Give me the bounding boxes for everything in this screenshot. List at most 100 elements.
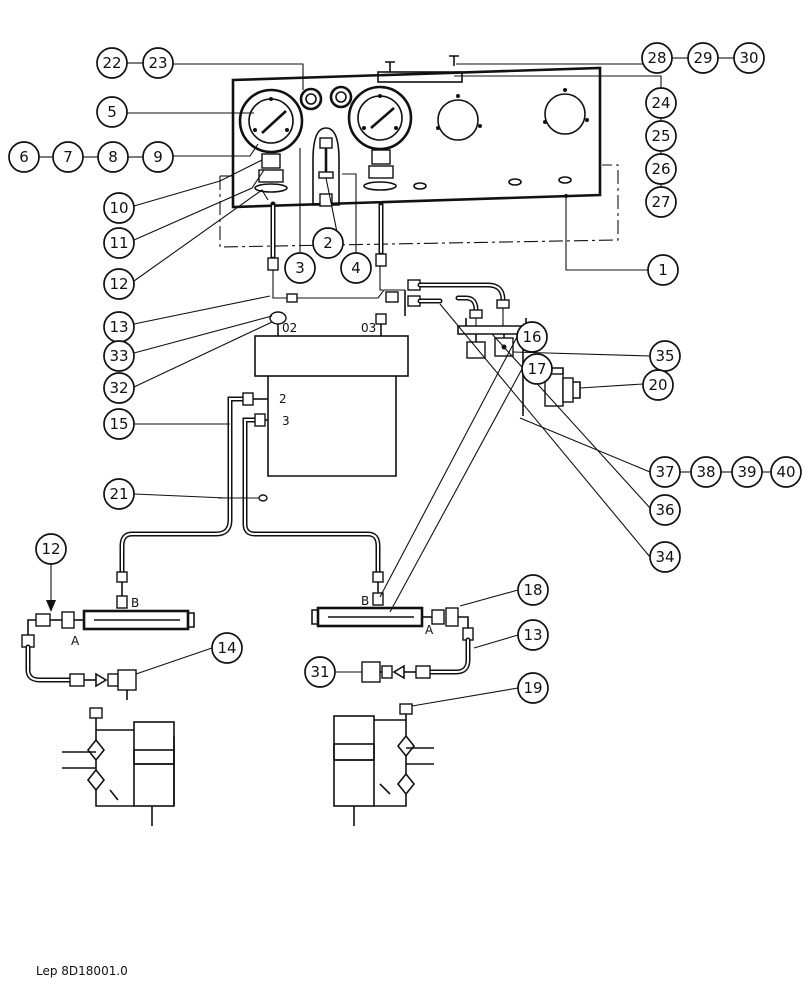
callout-20: 20 <box>642 369 674 401</box>
callout-32: 32 <box>103 372 135 404</box>
tank-fittings <box>269 291 399 336</box>
svg-text:36: 36 <box>655 501 674 519</box>
panel-centre-valve <box>312 127 340 207</box>
drawing-reference: Lep 8D18001.0 <box>36 964 128 978</box>
callout-17: 17 <box>521 353 553 385</box>
svg-text:18: 18 <box>523 581 542 599</box>
left-cylinder-symbol <box>62 707 175 826</box>
callout-bubbles: 22 23 28 29 30 24 25 26 27 5 6 7 8 9 10 … <box>8 42 802 704</box>
callout-13-top: 13 <box>103 311 135 343</box>
callout-25: 25 <box>645 120 677 152</box>
callout-3: 3 <box>284 252 316 284</box>
callout-38: 38 <box>690 456 722 488</box>
svg-text:17: 17 <box>527 360 546 378</box>
callout-12-bottom: 12 <box>35 533 67 565</box>
callout-2: 2 <box>312 227 344 259</box>
svg-text:13: 13 <box>523 626 542 644</box>
callout-39: 39 <box>731 456 763 488</box>
callout-40: 40 <box>770 456 802 488</box>
callout-12-top: 12 <box>103 268 135 300</box>
callout-10: 10 <box>103 192 135 224</box>
callout-26: 26 <box>645 153 677 185</box>
callout-33: 33 <box>103 340 135 372</box>
callout-14: 14 <box>211 632 243 664</box>
svg-text:6: 6 <box>19 148 29 166</box>
svg-text:23: 23 <box>148 54 167 72</box>
port-labels: 02 03 2 3 B A B A <box>71 321 434 648</box>
callout-30: 30 <box>733 42 765 74</box>
callout-11: 11 <box>103 227 135 259</box>
svg-text:5: 5 <box>107 103 117 121</box>
callout-16: 16 <box>516 321 548 353</box>
svg-text:20: 20 <box>648 376 667 394</box>
callout-27: 27 <box>645 186 677 218</box>
svg-text:13: 13 <box>109 318 128 336</box>
left-valve-port-b: B <box>131 596 139 610</box>
callout-21: 21 <box>103 478 135 510</box>
svg-text:2: 2 <box>323 234 333 252</box>
panel-indicator-lights <box>299 85 353 111</box>
callout-35: 35 <box>649 340 681 372</box>
right-valve-port-a: A <box>425 623 434 637</box>
svg-text:26: 26 <box>651 160 670 178</box>
svg-text:35: 35 <box>655 347 674 365</box>
callout-37: 37 <box>649 456 681 488</box>
tank-port-3-label: 3 <box>282 414 290 428</box>
callout-5: 5 <box>96 96 128 128</box>
callout-36: 36 <box>649 494 681 526</box>
callout-9: 9 <box>142 141 174 173</box>
right-control-valve <box>311 582 474 641</box>
callout-29: 29 <box>687 42 719 74</box>
tank-port-03-label: 03 <box>361 321 376 335</box>
svg-text:1: 1 <box>658 261 668 279</box>
instrument-panel <box>219 55 619 248</box>
svg-text:30: 30 <box>739 49 758 67</box>
svg-text:38: 38 <box>696 463 715 481</box>
pressure-gauge-right <box>347 85 413 191</box>
svg-text:22: 22 <box>102 54 121 72</box>
panel-cutouts <box>413 88 589 198</box>
callout-24: 24 <box>645 87 677 119</box>
svg-text:31: 31 <box>310 663 329 681</box>
callout-34: 34 <box>649 541 681 573</box>
left-control-valve <box>21 582 195 648</box>
hydraulic-tank <box>254 335 409 477</box>
tank-port-02-label: 02 <box>282 321 297 335</box>
callout-31: 31 <box>304 656 336 688</box>
svg-text:27: 27 <box>651 193 670 211</box>
left-drain-hose <box>25 644 137 700</box>
svg-text:3: 3 <box>295 259 305 277</box>
svg-text:25: 25 <box>651 127 670 145</box>
svg-text:4: 4 <box>351 259 361 277</box>
left-valve-port-a: A <box>71 634 80 648</box>
pressure-gauge-left <box>238 88 304 193</box>
callout-1: 1 <box>647 254 679 286</box>
tank-hoses <box>116 392 384 583</box>
svg-text:34: 34 <box>655 548 674 566</box>
svg-text:12: 12 <box>41 540 60 558</box>
svg-text:37: 37 <box>655 463 674 481</box>
callout-8: 8 <box>97 141 129 173</box>
callout-28: 28 <box>641 42 673 74</box>
svg-text:16: 16 <box>522 328 541 346</box>
svg-text:28: 28 <box>647 49 666 67</box>
svg-text:10: 10 <box>109 199 128 217</box>
svg-text:32: 32 <box>109 379 128 397</box>
svg-text:40: 40 <box>776 463 795 481</box>
callout-7: 7 <box>52 141 84 173</box>
leader-lines <box>46 63 672 707</box>
svg-text:39: 39 <box>737 463 756 481</box>
callout-19: 19 <box>517 672 549 704</box>
right-cylinder-symbol <box>333 703 434 826</box>
svg-text:12: 12 <box>109 275 128 293</box>
svg-text:11: 11 <box>109 234 128 252</box>
callout-18: 18 <box>517 574 549 606</box>
tank-port-2-label: 2 <box>279 392 287 406</box>
svg-text:21: 21 <box>109 485 128 503</box>
svg-text:33: 33 <box>109 347 128 365</box>
svg-text:15: 15 <box>109 415 128 433</box>
right-drain-hose <box>361 637 471 683</box>
svg-text:24: 24 <box>651 94 670 112</box>
svg-text:14: 14 <box>217 639 236 657</box>
